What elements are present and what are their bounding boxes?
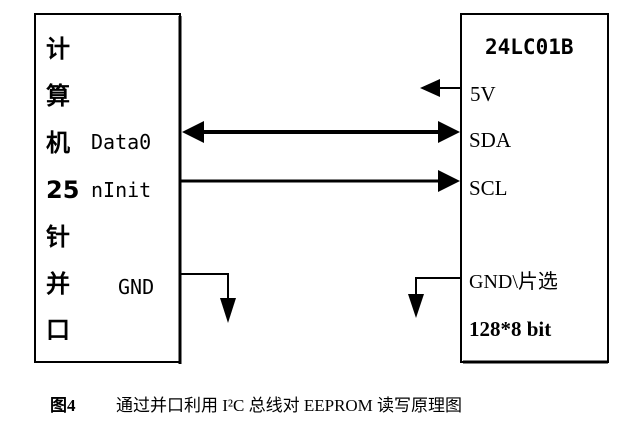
pin-label-ninit: nInit (91, 178, 152, 202)
pin-label-sda: SDA (469, 128, 512, 152)
pin-label-gnd-left: GND (118, 275, 155, 299)
port-title-char-3: 机 (46, 129, 70, 157)
pin-label-5v: 5V (470, 82, 496, 106)
port-title-char-7: 口 (46, 316, 70, 344)
port-title-char-5: 针 (46, 223, 70, 251)
pin-label-scl: SCL (469, 176, 508, 200)
figure-caption: 通过并口利用 I²C 总线对 EEPROM 读写原理图 (116, 396, 463, 415)
chip-capacity: 128*8 bit (469, 317, 552, 341)
port-title-char-4: 25 (46, 176, 80, 204)
vcc-arrowhead (420, 79, 440, 97)
sda-arrowhead-left (182, 121, 204, 143)
port-title-char-2: 算 (46, 82, 70, 110)
port-title-char-6: 并 (46, 270, 70, 298)
sda-arrowhead-right (438, 121, 460, 143)
pin-label-data0: Data0 (91, 130, 152, 154)
right-gnd-wire (415, 277, 461, 296)
scl-arrowhead (438, 170, 460, 192)
figure-number: 图4 (50, 396, 76, 415)
right-gnd-arrowhead (408, 294, 424, 318)
left-gnd-arrowhead (220, 298, 236, 323)
left-gnd-wire (180, 273, 229, 300)
chip-name: 24LC01B (485, 35, 574, 59)
pin-label-gnd-cs: GND\片选 (469, 271, 558, 293)
port-title-char-1: 计 (46, 35, 70, 63)
